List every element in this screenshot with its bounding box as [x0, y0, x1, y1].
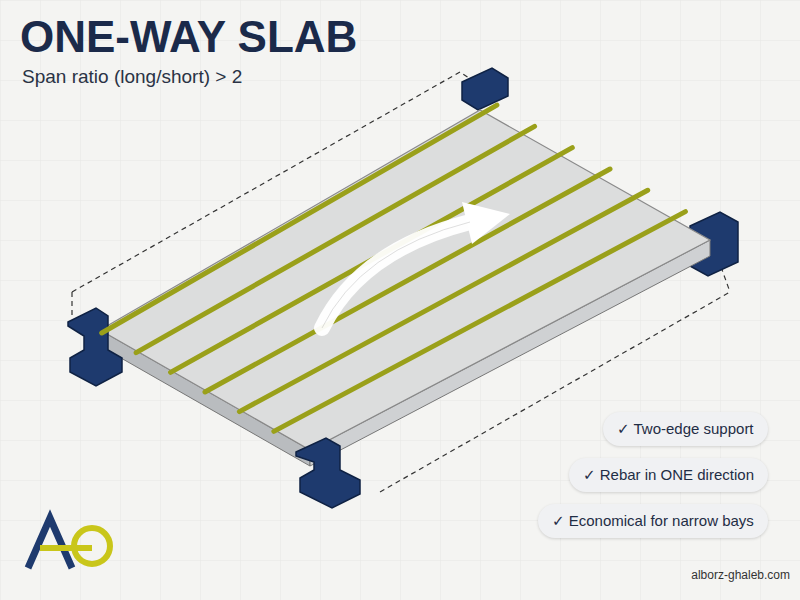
title: ONE-WAY SLAB	[20, 12, 357, 62]
feature-text: ✓ Rebar in ONE direction	[583, 466, 754, 484]
feature-text: ✓ Two-edge support	[617, 420, 754, 438]
watermark: alborz-ghaleb.com	[691, 568, 790, 582]
feature-pill: ✓ Rebar in ONE direction	[569, 458, 768, 492]
feature-pill: ✓ Two-edge support	[603, 412, 768, 446]
rebar	[136, 126, 534, 352]
feature-pill: ✓ Economical for narrow bays	[538, 504, 768, 538]
feature-text: ✓ Economical for narrow bays	[552, 512, 754, 530]
logo	[28, 518, 110, 568]
subtitle: Span ratio (long/short) > 2	[22, 66, 242, 88]
rebar	[274, 212, 686, 432]
rebar	[239, 190, 647, 411]
